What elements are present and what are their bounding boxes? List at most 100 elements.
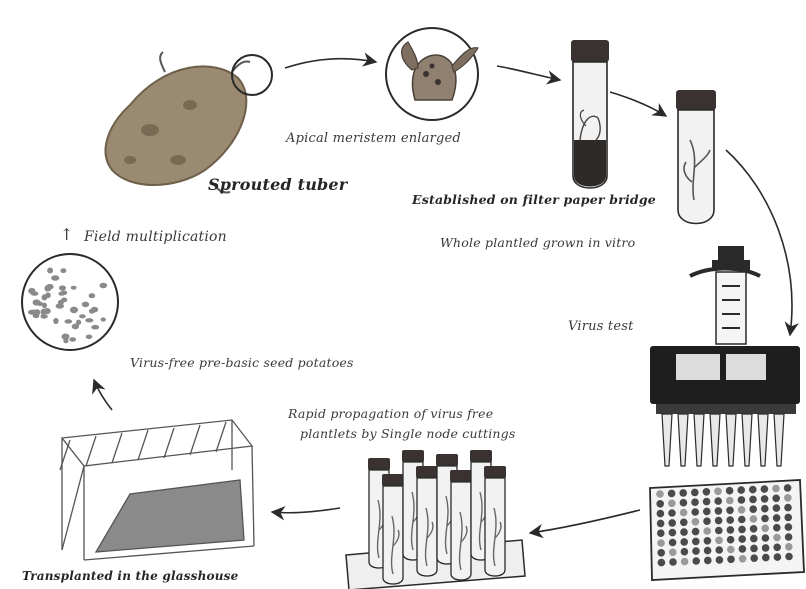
label-rapid-propagation-line1: Rapid propagation of virus free [288,407,493,421]
seed-potato [101,317,106,321]
elisa-well [680,509,688,517]
propagation-tubes [368,450,506,584]
seed-potato [69,337,76,342]
elisa-well [772,485,780,493]
arrow-propagation-to-glasshouse [272,508,340,513]
elisa-well [784,514,792,522]
elisa-well [691,498,699,506]
label-virus-test: Virus test [568,320,634,334]
elisa-well [750,554,758,562]
seed-potato [79,314,86,318]
seed-potato [40,314,47,319]
elisa-well [668,509,676,517]
multichannel-pipette-drawing [650,246,800,466]
elisa-well [726,507,734,515]
sprouted-tuber-drawing [106,52,250,193]
elisa-well [773,534,781,542]
seed-potato [91,325,99,330]
elisa-well [784,494,792,502]
seed-potato [89,309,95,314]
elisa-well [680,499,688,507]
elisa-well [739,545,747,553]
elisa-well [668,490,676,498]
seed-potato [47,268,53,274]
tube-cap [402,450,424,462]
elisa-well [738,506,746,514]
elisa-well [761,495,769,503]
tube-cap [436,454,458,466]
elisa-well [692,538,700,546]
elisa-well [727,526,735,534]
seed-potato [76,320,81,325]
elisa-well [750,525,758,533]
glasshouse-drawing [60,420,254,560]
elisa-well [749,496,757,504]
elisa-well [668,519,676,527]
seed-potato [28,310,36,315]
elisa-well [773,504,781,512]
elisa-well [784,504,792,512]
elisa-well [680,528,688,536]
tube-cap [450,470,472,482]
seed-potato [82,302,89,308]
seed-potato [89,293,96,298]
tube-body [485,478,505,576]
arrow-plate-to-propagation [530,510,640,533]
elisa-well [716,556,724,564]
arrow-meristem-to-tube [497,66,560,80]
whole-plantlet-tube-drawing [676,90,716,224]
elisa-well [680,538,688,546]
elisa-well [750,515,758,523]
up-arrow-icon: ↑ [60,226,74,244]
elisa-well [715,527,723,535]
seed-potato [60,268,66,273]
elisa-well [692,547,700,555]
sprout-magnifier-circle [232,55,272,95]
elisa-well [679,489,687,497]
label-field-multiplication: Field multiplication [84,230,227,245]
seed-potato [100,283,108,289]
seed-potato [71,286,77,290]
elisa-well [714,497,722,505]
elisa-well [737,486,745,494]
seed-potato [44,308,51,314]
elisa-well [669,549,677,557]
tube-body [417,478,437,576]
seed-potato [53,318,58,324]
elisa-well [658,559,666,567]
elisa-well [738,516,746,524]
tube-cap [368,458,390,470]
tube-cap [416,466,438,478]
elisa-well [762,554,770,562]
tube-cap [484,466,506,478]
arrow-tuber-to-meristem [285,59,376,68]
elisa-well [750,535,758,543]
elisa-well [703,508,711,516]
seed-potato [42,303,47,309]
elisa-plate-drawing [650,480,804,580]
seed-potato [56,303,64,308]
label-filter-paper-bridge: Established on filter paper bridge [412,193,656,207]
elisa-well [714,488,722,496]
elisa-well [726,497,734,505]
elisa-well [761,515,769,523]
tube-cap [470,450,492,462]
elisa-well [726,516,734,524]
label-whole-plantlet: Whole plantled grown in vitro [440,236,635,250]
elisa-well [657,529,665,537]
seed-potato [63,339,68,344]
elisa-well [715,507,723,515]
elisa-well [656,500,664,508]
elisa-well [657,510,665,518]
label-transplanted-glasshouse: Transplanted in the glasshouse [22,570,238,583]
seed-potatoes-circle-drawing [22,254,118,350]
elisa-well [738,535,746,543]
elisa-well [785,553,793,561]
elisa-well [669,539,677,547]
elisa-well [657,520,665,528]
elisa-well [704,547,712,555]
elisa-well [703,527,711,535]
elisa-well [715,537,723,545]
elisa-well [703,498,711,506]
